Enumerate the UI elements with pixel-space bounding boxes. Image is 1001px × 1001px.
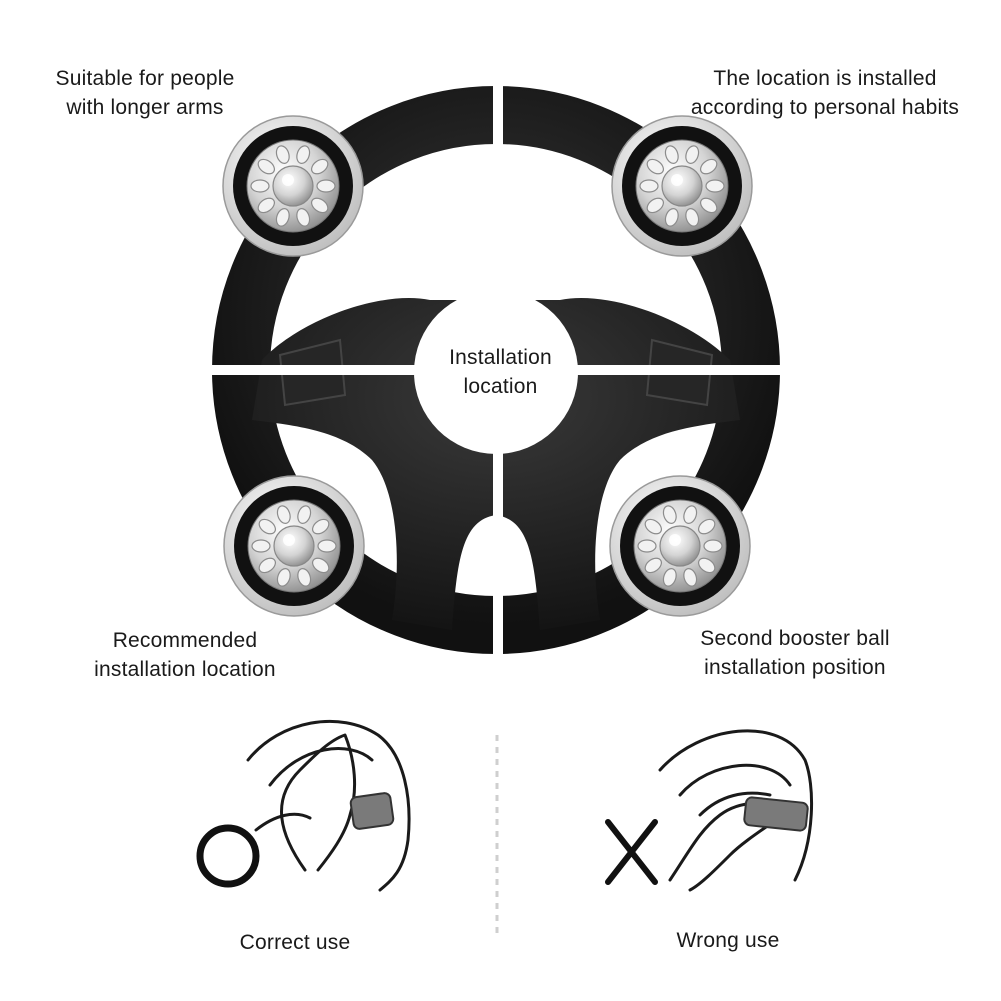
knob-top-left: [222, 115, 364, 257]
knob-bottom-right: [609, 475, 751, 617]
label-bottom-right-line1: Second booster ball: [700, 627, 890, 650]
label-center: Installation location: [418, 343, 583, 401]
wheel-inner-arc: [268, 747, 374, 787]
label-bottom-right: Second booster ball installation positio…: [660, 624, 930, 682]
wheel-inner-arc-right: [678, 763, 792, 797]
label-bottom-left-line2: installation location: [94, 658, 276, 681]
label-top-right-line1: The location is installed: [713, 67, 937, 90]
label-bottom-left: Recommended installation location: [55, 626, 315, 684]
knob-sleeve: [349, 792, 395, 830]
knob-bottom-left: [223, 475, 365, 617]
correct-use-illustration: [246, 719, 411, 892]
wrong-use-illustration: [658, 729, 814, 892]
label-correct-use: Correct use: [239, 931, 351, 954]
label-top-left-line2: with longer arms: [66, 96, 224, 119]
wrist-line: [254, 812, 312, 832]
center-circle: [414, 290, 578, 454]
wheel-arc-right: [658, 729, 814, 882]
hand-palm: [280, 733, 357, 872]
label-center-line2: location: [463, 375, 538, 398]
label-wrong-use: Wrong use: [676, 929, 780, 952]
wrong-x-mark: [605, 819, 658, 885]
correct-circle-mark: [196, 824, 260, 888]
knob-sleeve-wrong: [743, 796, 809, 832]
wheel-arc-left: [246, 719, 411, 892]
label-center-line1: Installation: [449, 346, 552, 369]
label-top-left: Suitable for people with longer arms: [20, 64, 270, 122]
label-bottom-right-line2: installation position: [704, 656, 886, 679]
label-top-left-line1: Suitable for people: [55, 67, 235, 90]
label-bottom-left-line1: Recommended: [112, 629, 258, 652]
knob-top-right: [611, 115, 753, 257]
booster-knobs: [222, 115, 753, 617]
label-top-right: The location is installed according to p…: [655, 64, 995, 122]
label-top-right-line2: according to personal habits: [690, 96, 960, 119]
fingers: [698, 791, 772, 817]
